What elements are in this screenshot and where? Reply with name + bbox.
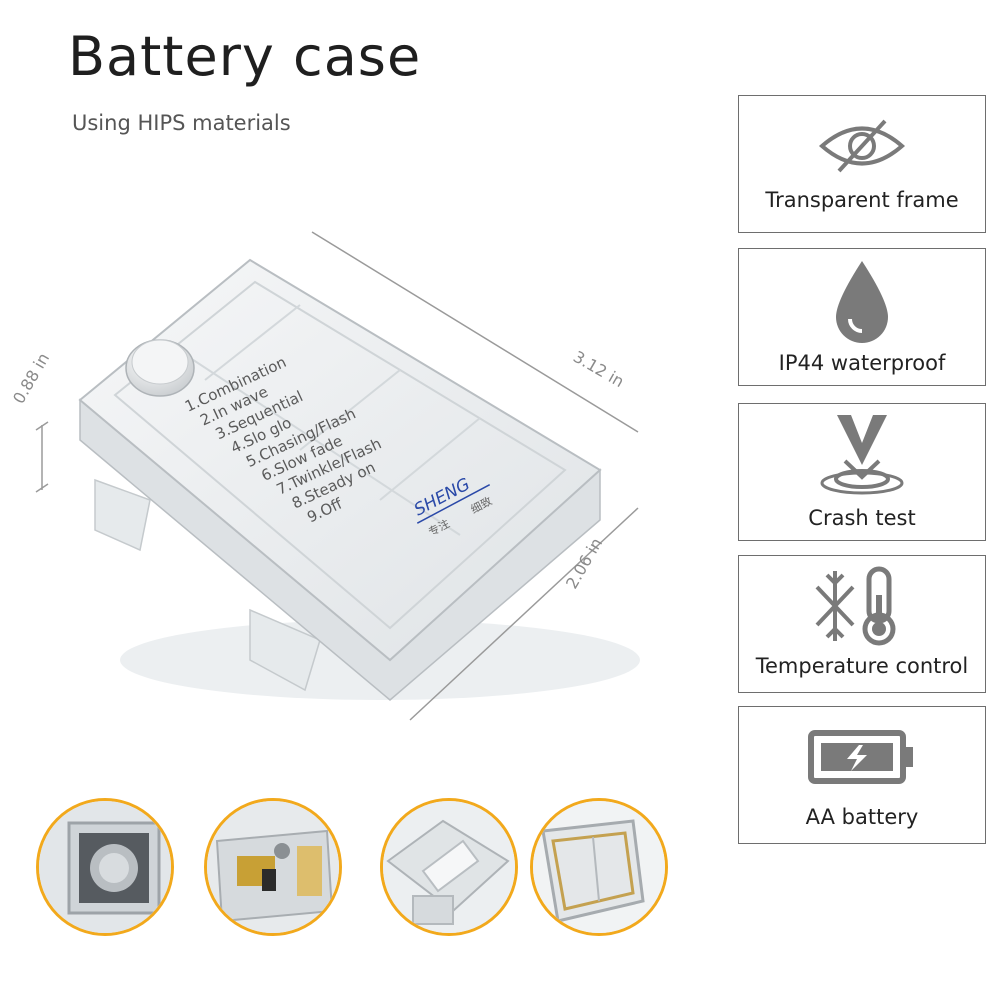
feature-aa-battery: AA battery xyxy=(738,706,986,844)
dimension-height: 0.88 in xyxy=(9,350,53,407)
feature-label: AA battery xyxy=(805,805,919,829)
page-title: Battery case xyxy=(68,25,422,88)
feature-crash-test: Crash test xyxy=(738,403,986,541)
detail-photo-contacts xyxy=(204,798,342,936)
feature-waterproof: IP44 waterproof xyxy=(738,248,986,386)
eye-slash-icon xyxy=(818,119,906,173)
thermometer-snowflake-icon xyxy=(815,566,896,646)
feature-label: Temperature control xyxy=(755,654,969,678)
feature-temperature-control: Temperature control xyxy=(738,555,986,693)
water-drop-icon xyxy=(836,261,888,343)
dimension-length: 3.12 in xyxy=(570,347,627,391)
feature-label: IP44 waterproof xyxy=(778,351,946,375)
feature-label: Crash test xyxy=(808,506,916,530)
impact-icon xyxy=(820,415,904,495)
page-subtitle: Using HIPS materials xyxy=(72,111,291,135)
feature-transparent-frame: Transparent frame xyxy=(738,95,986,233)
detail-photo-corner xyxy=(530,798,668,936)
battery-icon xyxy=(808,730,913,784)
battery-case-illustration: 0.88 in 3.12 in 2.06 in 1.Combination 2.… xyxy=(9,231,640,721)
feature-label: Transparent frame xyxy=(765,188,959,212)
detail-photo-latch xyxy=(380,798,518,936)
detail-photo-switch xyxy=(36,798,174,936)
